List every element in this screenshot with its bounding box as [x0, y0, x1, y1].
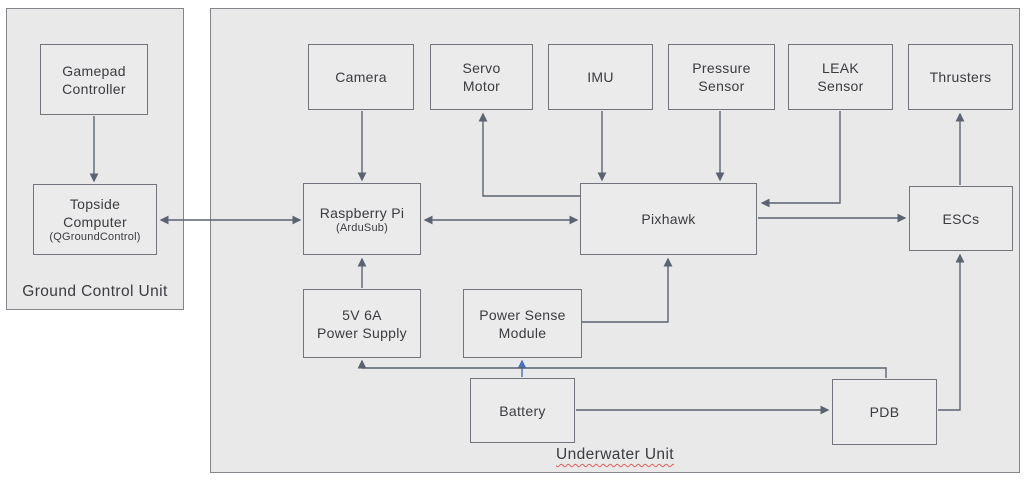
ground-control-unit-label: Ground Control Unit [22, 283, 168, 300]
node-power-supply: 5V 6A Power Supply [303, 289, 421, 358]
node-sublabel: (ArduSub) [336, 221, 388, 234]
node-label: Sensor [817, 78, 864, 94]
node-leak-sensor: LEAK Sensor [788, 44, 893, 110]
node-sublabel: (QGroundControl) [49, 231, 141, 243]
node-gamepad-controller: Gamepad Controller [40, 44, 148, 115]
edge-pdb-to-psu [357, 359, 887, 378]
edge-pixhawk-to-servo [478, 112, 580, 197]
node-pixhawk: Pixhawk [580, 183, 757, 255]
node-label: Pressure [692, 60, 751, 76]
node-battery: Battery [470, 378, 575, 443]
node-label: LEAK [822, 60, 859, 76]
node-label: Sensor [698, 78, 745, 94]
node-imu: IMU [548, 44, 653, 110]
node-label: Servo [462, 60, 501, 76]
node-label: IMU [587, 69, 614, 85]
node-raspberry-pi: Raspberry Pi (ArduSub) [303, 183, 421, 255]
node-label: ESCs [942, 210, 980, 227]
node-pressure-sensor: Pressure Sensor [668, 44, 775, 110]
node-label: Module [498, 324, 547, 341]
node-label: Controller [62, 80, 126, 97]
node-label: Gamepad [62, 62, 126, 79]
node-label: PDB [869, 404, 900, 420]
node-thrusters: Thrusters [908, 44, 1013, 110]
node-pdb: PDB [832, 379, 937, 445]
node-label: Battery [499, 402, 546, 419]
node-power-sense-module: Power Sense Module [463, 289, 582, 358]
node-label: Thrusters [929, 69, 992, 85]
edge-pdb-to-escs [938, 253, 965, 411]
node-label: Power Supply [317, 324, 407, 341]
node-topside-computer: Topside Computer (QGroundControl) [33, 184, 157, 255]
underwater-unit-label: Underwater Unit [556, 446, 674, 463]
node-label: Pixhawk [641, 211, 696, 227]
node-camera: Camera [308, 44, 414, 110]
node-label: Camera [335, 69, 387, 85]
node-label: Raspberry Pi [319, 204, 405, 221]
node-servo-motor: Servo Motor [430, 44, 533, 110]
node-escs: ESCs [909, 186, 1013, 251]
node-label: Power Sense [479, 306, 566, 323]
node-label: 5V 6A [342, 306, 382, 323]
edge-psm-to-pixhawk [582, 257, 673, 323]
node-label: Computer [63, 214, 127, 230]
node-label: Topside [69, 196, 121, 212]
node-label: Motor [462, 78, 501, 94]
edge-leak-to-pixhawk [760, 111, 841, 208]
